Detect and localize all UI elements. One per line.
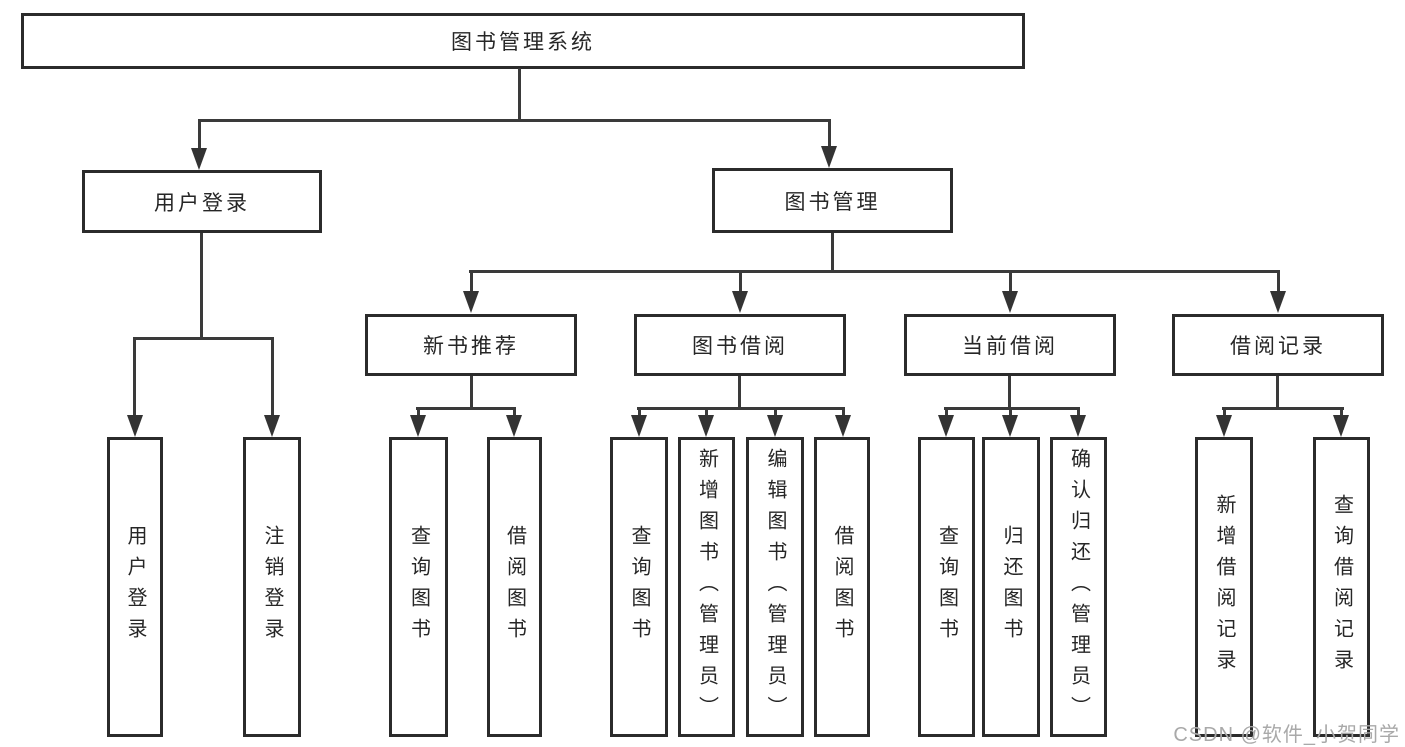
leaf-logout-label: 注销登录 (261, 525, 283, 649)
arrowhead-to-user-login (191, 148, 207, 170)
connector-rec-stub-2 (513, 407, 516, 417)
leaf-rec-query-books: 查询图书 (389, 437, 448, 737)
connector-current-vline (1008, 376, 1011, 410)
connector-current-stub-2 (1009, 407, 1012, 417)
connector-mgmt-stub-2 (739, 270, 742, 293)
connector-rec-hline (416, 407, 516, 410)
connector-records-stub-1 (1223, 407, 1226, 417)
arrowhead-to-leaf-logout (264, 415, 280, 437)
arrowhead-to-borrow-records (1270, 291, 1286, 313)
connector-borrow-stub-3 (774, 407, 777, 417)
arrowhead-to-edit-books-admin (767, 415, 783, 437)
connector-root-vline (518, 68, 521, 122)
connector-borrow-stub-4 (842, 407, 845, 417)
arrowhead-to-query-borrow-record (1333, 415, 1349, 437)
arrowhead-to-current-borrow (1002, 291, 1018, 313)
leaf-add-books-admin-label: 新增图书（管理员） (695, 447, 718, 727)
node-user-login-label: 用户登录 (154, 191, 250, 215)
leaf-borrow-query-books-label: 查询图书 (628, 525, 650, 649)
connector-current-stub-1 (945, 407, 948, 417)
connector-mgmt-stub-4 (1277, 270, 1280, 293)
arrowhead-to-add-borrow-record (1216, 415, 1232, 437)
connector-user-vline (200, 233, 203, 340)
arrowhead-to-book-borrow (732, 291, 748, 313)
connector-mgmt-vline (831, 233, 834, 273)
arrowhead-to-return-books (1002, 415, 1018, 437)
connector-current-hline (944, 407, 1080, 410)
node-book-borrow-label: 图书借阅 (692, 335, 788, 358)
connector-rec-vline (470, 376, 473, 410)
leaf-current-query-books-label: 查询图书 (935, 525, 958, 649)
leaf-query-borrow-record-label: 查询借阅记录 (1330, 494, 1353, 680)
node-user-login: 用户登录 (82, 170, 322, 233)
leaf-rec-query-books-label: 查询图书 (407, 525, 430, 649)
leaf-edit-books-admin-label: 编辑图书（管理员） (764, 447, 786, 727)
connector-user-hline (133, 337, 274, 340)
leaf-confirm-return-admin-label: 确认归还（管理员） (1067, 447, 1090, 727)
arrowhead-to-leaf-user-login (127, 415, 143, 437)
connector-borrow-stub-2 (705, 407, 708, 417)
leaf-logout: 注销登录 (243, 437, 301, 737)
arrowhead-to-book-management (821, 146, 837, 168)
connector-rec-stub-1 (417, 407, 420, 417)
leaf-confirm-return-admin: 确认归还（管理员） (1050, 437, 1107, 737)
connector-records-stub-2 (1340, 407, 1343, 417)
connector-user-leaf2-stub (271, 337, 274, 416)
node-root: 图书管理系统 (21, 13, 1025, 69)
arrowhead-to-rec-borrow-books (506, 415, 522, 437)
leaf-borrow-books-label: 借阅图书 (831, 525, 853, 649)
connector-borrow-stub-1 (638, 407, 641, 417)
connector-borrow-vline (738, 376, 741, 410)
leaf-current-query-books: 查询图书 (918, 437, 975, 737)
connector-current-stub-3 (1077, 407, 1080, 417)
leaf-return-books-label: 归还图书 (1000, 525, 1022, 649)
node-borrow-records-label: 借阅记录 (1230, 335, 1326, 358)
leaf-rec-borrow-books-label: 借阅图书 (503, 525, 526, 649)
connector-root-hline (198, 119, 831, 122)
leaf-user-login-label: 用户登录 (124, 525, 146, 649)
connector-borrow-hline (637, 407, 845, 410)
arrowhead-to-current-query-books (938, 415, 954, 437)
node-new-book-recommend: 新书推荐 (365, 314, 577, 376)
arrowhead-to-borrow-query-books (631, 415, 647, 437)
node-book-management-label: 图书管理 (784, 190, 881, 214)
connector-root-to-user-stub (198, 119, 201, 149)
leaf-rec-borrow-books: 借阅图书 (487, 437, 542, 737)
csdn-watermark: CSDN @软件_小贺同学 (1173, 724, 1400, 746)
node-current-borrow: 当前借阅 (904, 314, 1116, 376)
connector-mgmt-stub-3 (1009, 270, 1012, 293)
leaf-borrow-books: 借阅图书 (814, 437, 870, 737)
leaf-edit-books-admin: 编辑图书（管理员） (746, 437, 804, 737)
arrowhead-to-confirm-return (1070, 415, 1086, 437)
node-root-label: 图书管理系统 (451, 31, 595, 54)
connector-mgmt-stub-1 (470, 270, 473, 293)
leaf-add-borrow-record-label: 新增借阅记录 (1213, 494, 1235, 680)
node-borrow-records: 借阅记录 (1172, 314, 1384, 376)
leaf-user-login: 用户登录 (107, 437, 163, 737)
node-new-book-recommend-label: 新书推荐 (423, 335, 519, 358)
arrowhead-to-new-book-recommend (463, 291, 479, 313)
node-book-borrow: 图书借阅 (634, 314, 846, 376)
arrowhead-to-borrow-books (835, 415, 851, 437)
arrowhead-to-rec-query-books (410, 415, 426, 437)
leaf-query-borrow-record: 查询借阅记录 (1313, 437, 1370, 737)
leaf-add-borrow-record: 新增借阅记录 (1195, 437, 1253, 737)
leaf-return-books: 归还图书 (982, 437, 1040, 737)
leaf-borrow-query-books: 查询图书 (610, 437, 668, 737)
node-book-management: 图书管理 (712, 168, 953, 233)
node-current-borrow-label: 当前借阅 (962, 335, 1058, 358)
connector-mgmt-hline (469, 270, 1280, 273)
connector-root-to-mgmt-stub (828, 119, 831, 147)
connector-records-hline (1222, 407, 1344, 410)
connector-records-vline (1276, 376, 1279, 410)
leaf-add-books-admin: 新增图书（管理员） (678, 437, 735, 737)
connector-user-leaf1-stub (133, 337, 136, 416)
arrowhead-to-add-books-admin (698, 415, 714, 437)
